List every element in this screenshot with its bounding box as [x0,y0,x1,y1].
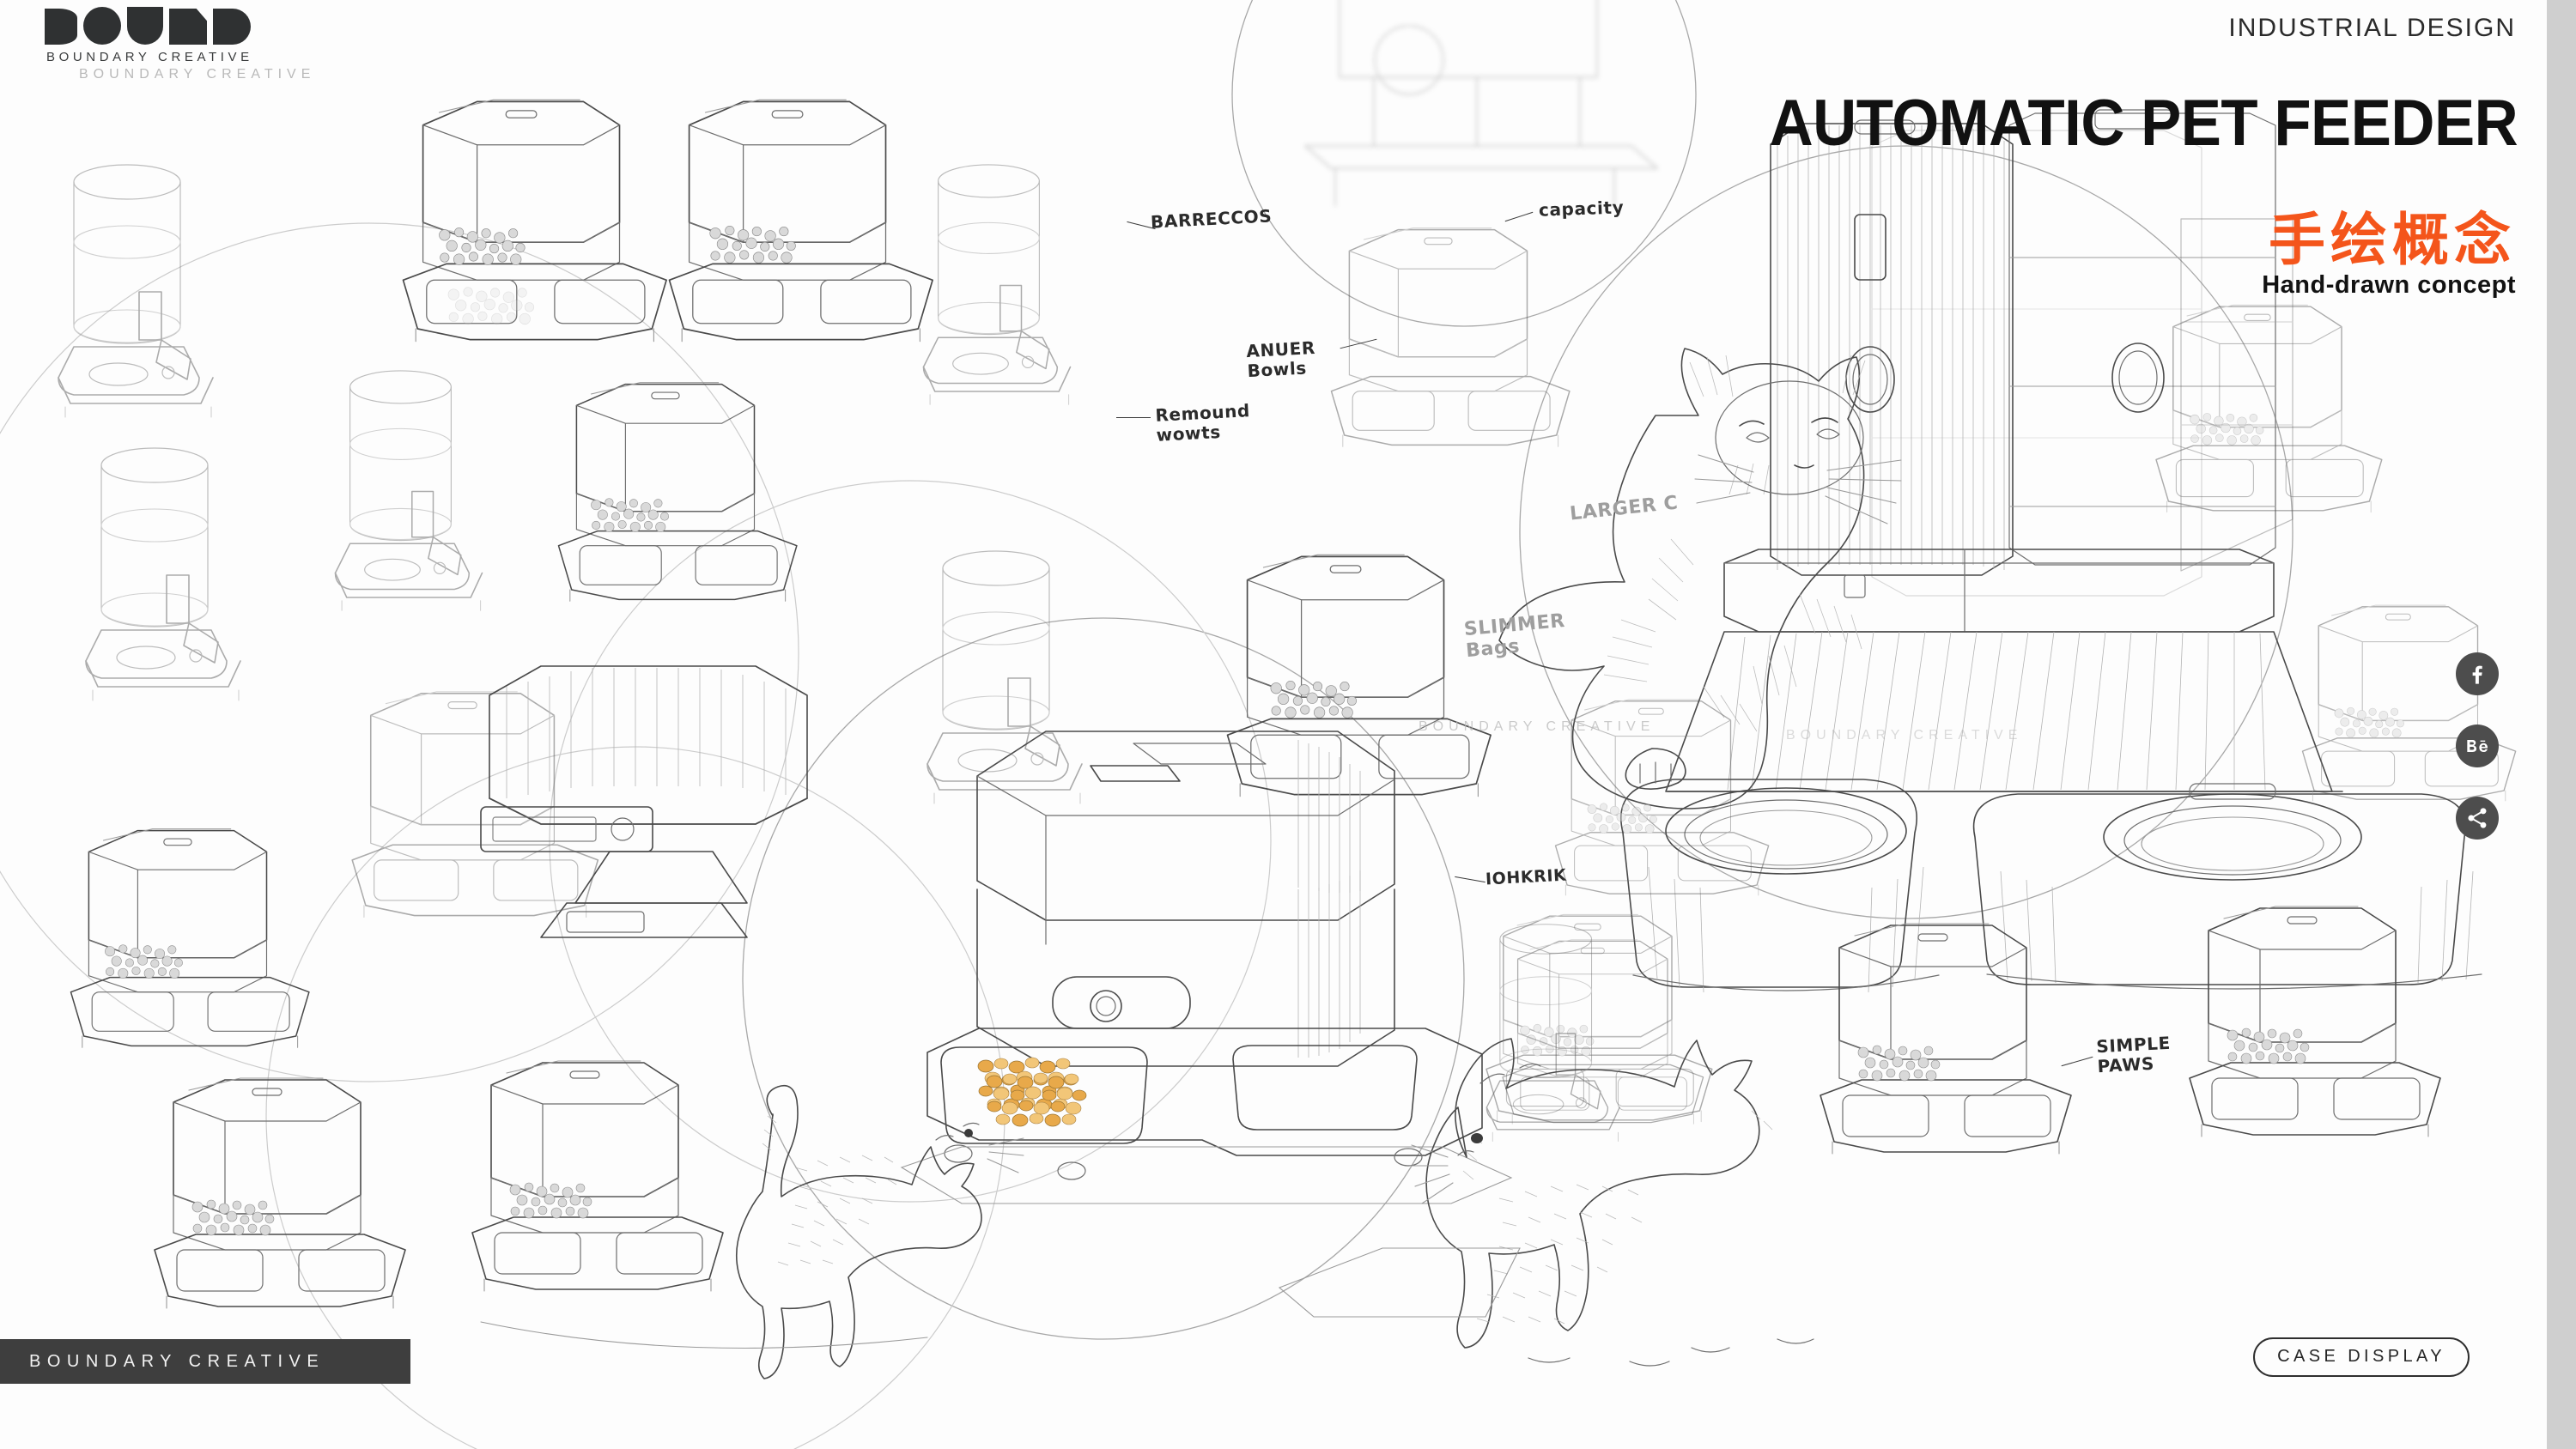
watermark: BOUNDARY CREATIVE [1786,728,2023,743]
walking-cat-right [1409,1038,1814,1367]
case-display-label: CASE DISPLAY [2277,1347,2445,1366]
center-feeder-detail [900,731,1513,1204]
feeder-variant-group-left [58,99,1571,1309]
kibble-in-bowl [977,1057,1087,1127]
watermark: BOUNDARY CREATIVE [79,67,316,82]
walking-cat-left [735,1084,1024,1379]
canvas-right-rim [2547,0,2576,1449]
footer-brand-band: BOUNDARY CREATIVE [0,1339,410,1384]
composition-circle-mid [549,480,1272,1203]
annotation-slimmer-bags: SLIMMER Bags [1463,609,1566,663]
logo-lettermark [45,7,253,45]
logo-letter-n [169,9,207,45]
logo-letter-d [213,9,251,45]
facebook-icon[interactable] [2456,652,2499,695]
feeder-variant-group-right [1485,218,2517,1155]
logo-tagline: BOUNDARY CREATIVE [46,50,253,64]
hero-illustration [1498,109,2482,993]
page-title: AUTOMATIC PET FEEDER [1769,87,2518,160]
floor-plinth-left [1278,1247,1521,1318]
watermark: BOUNDARY CREATIVE [1419,719,1656,734]
annotation-capacity: capacity [1538,197,1625,221]
hero-cat [1498,348,1902,809]
kicker-label: INDUSTRIAL DESIGN [2228,14,2516,42]
annotation-anuer-bowls: ANUER Bowls [1245,336,1316,382]
title-chinese: 手绘概念 [2269,207,2516,273]
leader-line [1116,417,1151,418]
brand-logo[interactable]: BOUNDARY CREATIVE [45,7,253,64]
social-links [2456,652,2499,840]
logo-letter-u [127,7,163,45]
top-inset-sketch [1304,0,1658,207]
footer-brand-label: BOUNDARY CREATIVE [29,1351,325,1371]
annotation-remound-wowts: Remound wowts [1154,400,1251,446]
composition-circle-left [0,222,799,1082]
annotation-simple-paws: SIMPLE PAWS [2095,1032,2172,1077]
case-display-badge[interactable]: CASE DISPLAY [2253,1337,2470,1377]
logo-letter-b [45,9,77,45]
logo-letter-o [83,7,121,45]
subtitle: Hand-drawn concept [2262,271,2516,299]
share-icon[interactable] [2456,797,2499,840]
behance-icon[interactable] [2456,724,2499,767]
cage-feeder-sketch [480,665,808,938]
composition-circle-center [742,617,1465,1340]
composition-circle-top [1231,0,1697,327]
composition-circle-hero [1519,145,2293,919]
